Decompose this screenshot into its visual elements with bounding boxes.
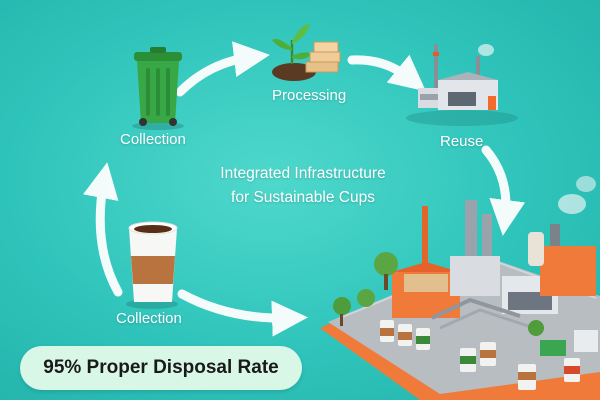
cup-row: [380, 320, 580, 390]
arrow-processing-to-reuse: [347, 54, 426, 92]
node-label-collection-top: Collection: [120, 131, 186, 148]
disposal-rate-badge: 95% Proper Disposal Rate: [20, 346, 302, 390]
arrow-cup-to-factory: [177, 289, 308, 337]
title-line-2: for Sustainable Cups: [231, 189, 375, 206]
arrow-collection-to-processing: [175, 41, 270, 97]
node-label-reuse: Reuse: [440, 133, 484, 150]
node-label-collection-bottom: Collection: [116, 310, 182, 327]
arrow-cup-to-bin: [83, 162, 123, 297]
wood-blocks: [305, 41, 341, 73]
title-line-1: Integrated Infrastructure: [220, 165, 386, 182]
diagram-title: Integrated Infrastructure for Sustainabl…: [178, 162, 428, 210]
arrow-reuse-to-factory: [481, 145, 526, 236]
node-label-processing: Processing: [272, 87, 347, 104]
